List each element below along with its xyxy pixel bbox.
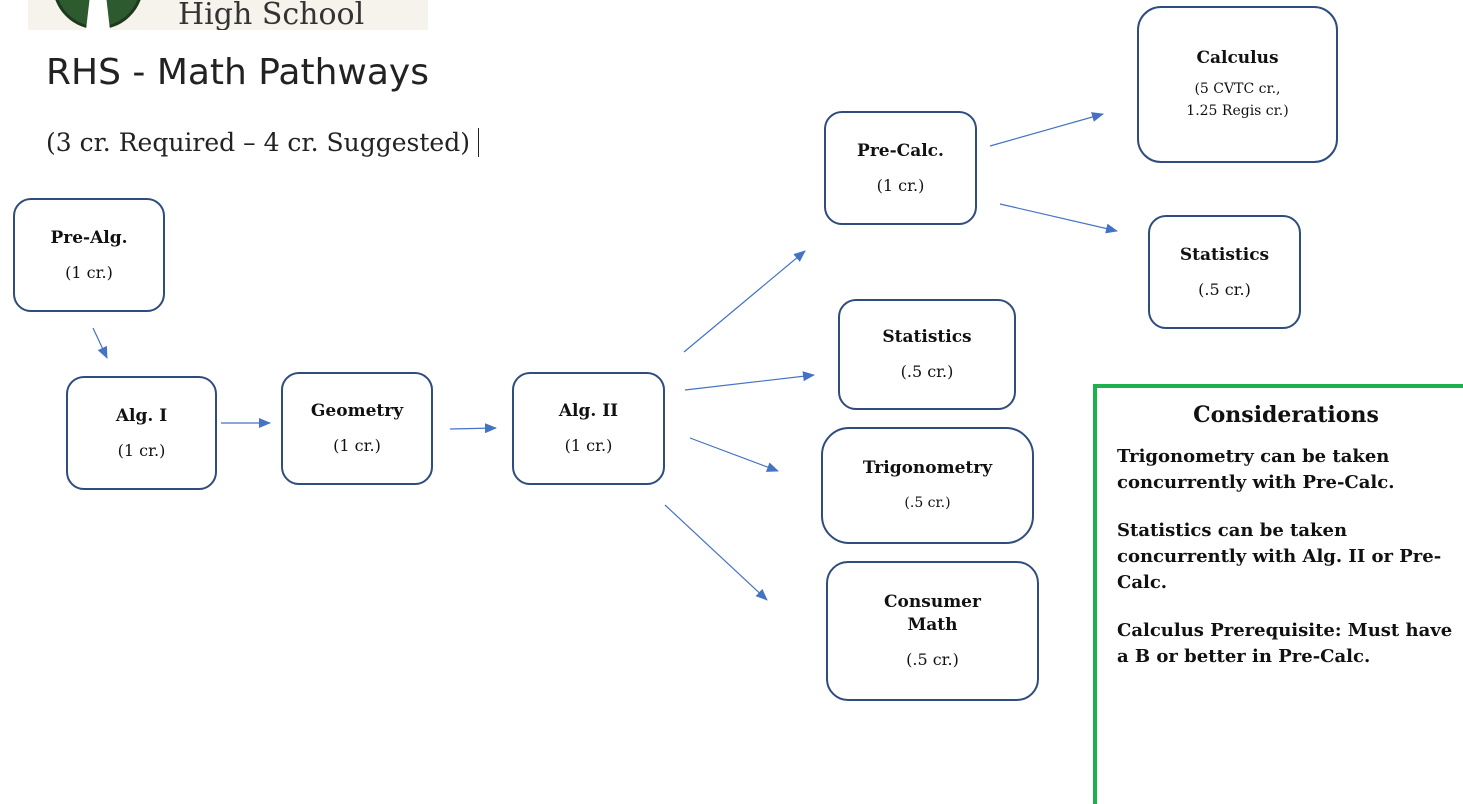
course-name-line2: Math (907, 615, 958, 635)
consideration-item: Trigonometry can be taken concurrently w… (1117, 446, 1395, 493)
course-name: Geometry (310, 401, 404, 421)
course-statistics-after-alg2: Statistics (.5 cr.) (838, 299, 1016, 410)
considerations-heading: Considerations (1193, 402, 1379, 428)
course-name: Alg. I (115, 405, 168, 426)
consideration-item: Statistics can be taken concurrently wit… (1117, 520, 1442, 593)
course-credit-line2: 1.25 Regis cr.) (1186, 103, 1289, 119)
arrow-precalc-to-calculus (989, 112, 1104, 147)
course-consumer-math: Consumer Math (.5 cr.) (826, 561, 1039, 701)
course-name: Calculus (1196, 48, 1279, 68)
course-credit: (.5 cr.) (906, 650, 959, 669)
page-title: RHS - Math Pathways (46, 52, 429, 93)
course-credit: (1 cr.) (117, 440, 166, 460)
arrow-precalc-to-statistics (999, 203, 1118, 234)
course-name: Statistics (882, 327, 972, 347)
arrow-prealg-to-alg1 (92, 327, 108, 359)
course-credit: (.5 cr.) (900, 362, 954, 381)
course-name: Pre-Calc. (857, 140, 944, 161)
svg-text:High School: High School (178, 0, 364, 30)
course-statistics-after-precalc: Statistics (.5 cr.) (1148, 215, 1301, 329)
course-credit: (1 cr.) (876, 175, 925, 195)
course-name: Trigonometry (862, 458, 993, 478)
course-pre-algebra: Pre-Alg. (1 cr.) (13, 198, 165, 312)
course-algebra-1: Alg. I (1 cr.) (66, 376, 217, 490)
course-name: Pre-Alg. (50, 227, 128, 248)
course-credit: (1 cr.) (65, 262, 113, 282)
course-name: Statistics (1179, 244, 1270, 265)
course-geometry: Geometry (1 cr.) (281, 372, 433, 485)
course-credit: (.5 cr.) (904, 495, 951, 511)
school-logo: High School (28, 0, 428, 30)
course-name: Alg. II (558, 401, 619, 421)
course-credit: (.5 cr.) (1198, 279, 1251, 299)
arrow-alg2-to-consumer-math (664, 504, 768, 601)
course-credit: (1 cr.) (333, 436, 381, 455)
course-calculus: Calculus (5 CVTC cr., 1.25 Regis cr.) (1137, 6, 1338, 163)
course-credit-line1: (5 CVTC cr., (1194, 81, 1281, 97)
course-pre-calculus: Pre-Calc. (1 cr.) (824, 111, 977, 225)
course-algebra-2: Alg. II (1 cr.) (512, 372, 665, 485)
consideration-item: Calculus Prerequisite: Must have a B or … (1117, 620, 1453, 667)
credit-requirement-subtitle: (3 cr. Required – 4 cr. Suggested) (46, 128, 479, 157)
arrow-geometry-to-alg2 (449, 423, 497, 434)
course-name-line1: Consumer (884, 592, 981, 612)
considerations-panel: Considerations Trigonometry can be taken… (1093, 384, 1463, 804)
arrow-alg2-to-trigonometry (689, 437, 779, 472)
course-credit: (1 cr.) (564, 436, 613, 455)
course-trigonometry: Trigonometry (.5 cr.) (821, 427, 1034, 544)
arrow-alg2-to-statistics (684, 371, 815, 391)
arrow-alg2-to-precalc (683, 250, 806, 353)
